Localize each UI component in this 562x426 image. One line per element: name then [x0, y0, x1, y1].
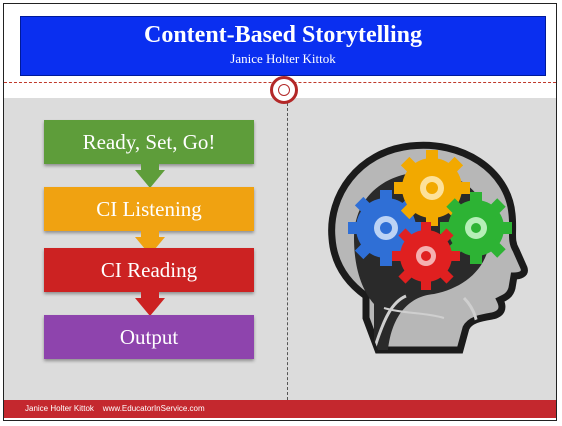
content-area: Ready, Set, Go! CI Listening CI Reading …	[4, 98, 556, 400]
head-gears-svg	[328, 141, 528, 354]
title-banner: Content-Based Storytelling Janice Holter…	[20, 16, 546, 76]
down-arrow-icon	[135, 170, 165, 188]
gear-icon	[392, 222, 460, 290]
flow-arrow-stem	[141, 292, 159, 300]
head-with-gears-icon	[314, 118, 534, 358]
ring-ornament-icon	[270, 76, 298, 104]
slide-subtitle: Janice Holter Kittok	[230, 51, 336, 66]
step-output: Output	[44, 315, 254, 359]
step-ready-set-go: Ready, Set, Go!	[44, 120, 254, 164]
step-ci-listening: CI Listening	[44, 187, 254, 231]
step-ci-reading: CI Reading	[44, 248, 254, 292]
ring-inner	[278, 84, 290, 96]
flow-arrow-stem	[141, 164, 159, 172]
slide-title: Content-Based Storytelling	[144, 22, 422, 48]
footer-bar: Janice Holter Kittok www.EducatorInServi…	[4, 400, 556, 418]
flow-arrow-stem	[141, 231, 159, 239]
down-arrow-icon	[135, 298, 165, 316]
gear-icon	[440, 192, 512, 264]
vertical-divider	[287, 98, 288, 400]
